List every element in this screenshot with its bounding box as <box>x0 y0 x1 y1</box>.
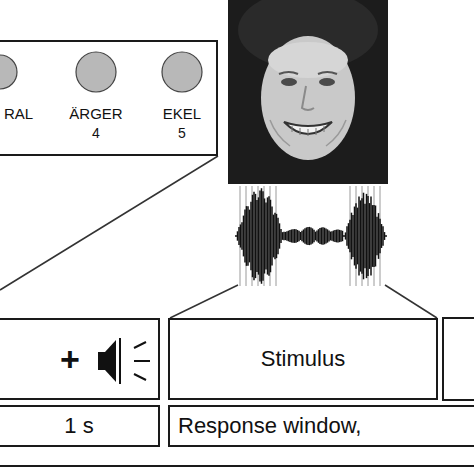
response-window-box: Response window, <box>168 405 474 447</box>
speaker-icon <box>0 320 162 402</box>
fixation-box: + <box>0 318 160 400</box>
face-photo <box>228 0 388 184</box>
row-border <box>0 465 474 467</box>
box-label: + <box>60 341 80 378</box>
sound-waveform <box>236 186 386 286</box>
trial-box <box>443 318 474 400</box>
box-label: 1 s <box>64 414 93 438</box>
duration-box: 1 s <box>0 405 160 447</box>
response-buttons <box>0 42 220 158</box>
zoom-line <box>385 285 437 318</box>
button-label: EKEL <box>163 106 201 123</box>
response-panel: RAL ÄRGER 4 EKEL 5 <box>0 40 218 156</box>
button-label: 4 <box>92 126 100 141</box>
button-label: RAL <box>4 106 33 123</box>
box-label: Response window, <box>178 414 361 438</box>
zoom-line <box>170 285 238 318</box>
box-label: Stimulus <box>261 347 345 371</box>
button-label: ÄRGER <box>69 106 122 123</box>
button-label: 5 <box>178 126 186 141</box>
zoom-line <box>0 156 218 290</box>
stimulus-box: Stimulus <box>168 318 438 400</box>
